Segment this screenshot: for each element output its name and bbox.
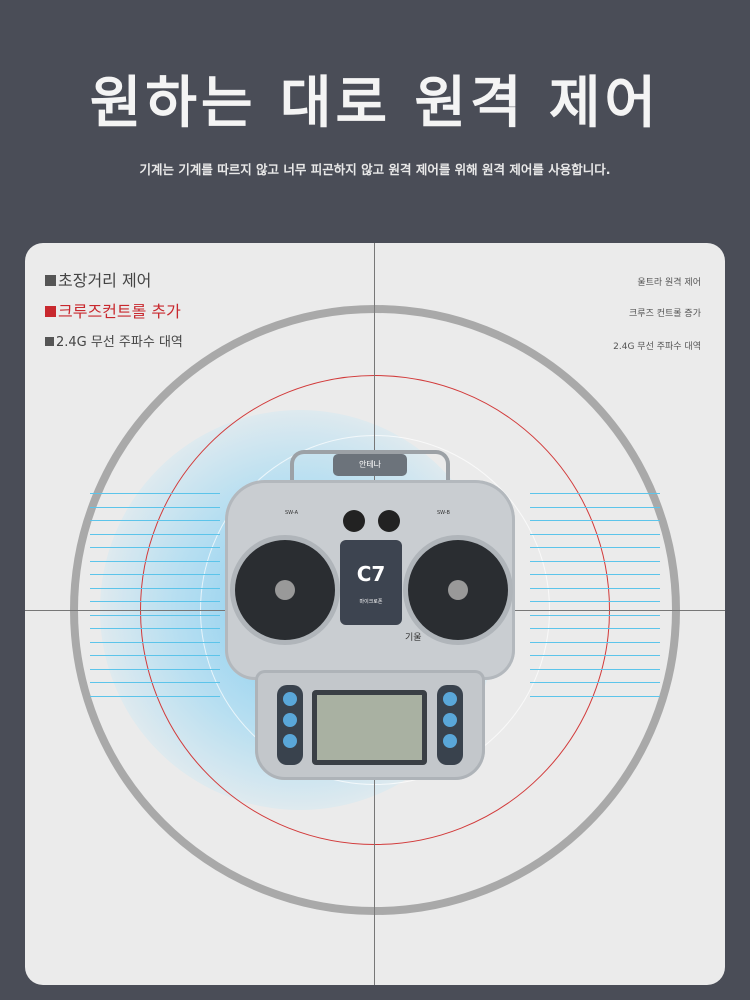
- knob-right: [378, 510, 400, 532]
- left-buttons: [277, 685, 303, 765]
- model-panel: C7 마이크로폰: [340, 540, 402, 625]
- right-buttons: [437, 685, 463, 765]
- remote-controller-image: 안테나 SW-A SW-B C7 마이크로폰 기울: [215, 450, 525, 780]
- feature-left-1: 초장거리 제어: [45, 267, 151, 291]
- page-subtitle: 기계는 기계를 따르지 않고 너무 피곤하지 않고 원격 제어를 위해 원격 제…: [139, 162, 611, 177]
- signal-lines-right: [530, 493, 660, 723]
- carry-handle: [290, 450, 450, 490]
- tilt-label: 기울: [405, 633, 422, 643]
- switch-a-label: SW-A: [285, 510, 299, 516]
- mic-label: 마이크로폰: [359, 599, 383, 605]
- model-name: C7: [356, 562, 386, 586]
- signal-lines-left: [90, 493, 220, 723]
- knob-left: [343, 510, 365, 532]
- product-card: 초장거리 제어 크루즈컨트롤 추가 2.4G 무선 주파수 대역 울트라 원격 …: [25, 243, 725, 985]
- lcd-screen: [312, 690, 427, 765]
- feature-right-1: 울트라 원격 제어: [637, 278, 701, 288]
- right-joystick: [408, 540, 508, 640]
- left-joystick: [235, 540, 335, 640]
- controller-lower: [255, 670, 485, 780]
- feature-right-3: 2.4G 무선 주파수 대역: [613, 342, 701, 352]
- page-title: 원하는 대로 원격 제어: [89, 71, 661, 136]
- switch-b-label: SW-B: [437, 510, 450, 516]
- feature-left-3: 2.4G 무선 주파수 대역: [45, 331, 183, 350]
- feature-right-2: 크루즈 컨트롤 증가: [629, 309, 701, 319]
- feature-left-2: 크루즈컨트롤 추가: [45, 298, 181, 322]
- antenna-label: 안테나: [333, 454, 407, 476]
